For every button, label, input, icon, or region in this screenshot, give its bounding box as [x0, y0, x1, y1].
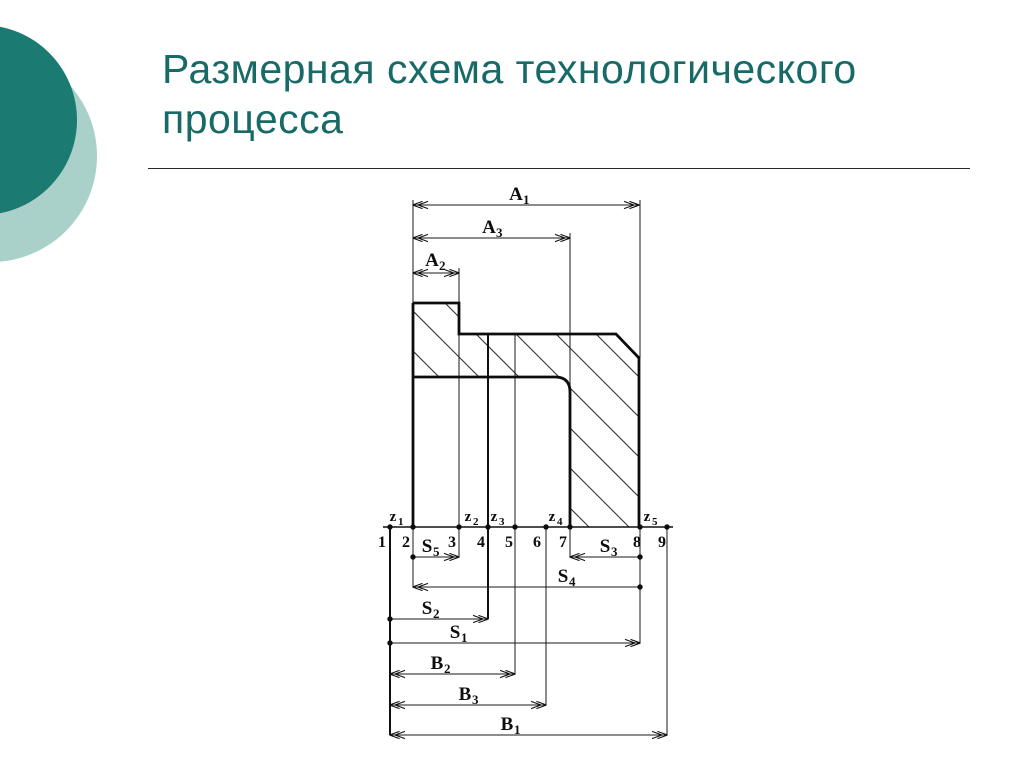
surface-point-dots [387, 524, 670, 530]
dimension-lines-bottom [389, 552, 668, 740]
dim-label-a1: A [509, 184, 523, 205]
svg-text:3: 3 [472, 692, 479, 707]
allowance-label-z3: z [491, 509, 498, 525]
dim-label-s4: S [558, 566, 569, 587]
dim-label-b3: B [459, 684, 472, 705]
svg-text:2: 2 [473, 516, 479, 528]
svg-text:3: 3 [499, 516, 505, 528]
svg-text:2: 2 [439, 258, 446, 273]
svg-text:4: 4 [569, 574, 576, 589]
dim-label-b2: B [431, 653, 444, 674]
dim-label-b1: B [501, 714, 514, 735]
allowance-label-z1: z [390, 509, 397, 525]
point-number-1: 1 [378, 534, 386, 551]
svg-text:3: 3 [611, 544, 618, 559]
allowance-label-z4: z [549, 509, 556, 525]
point-number-9: 9 [658, 534, 666, 551]
dim-label-s2: S [422, 598, 433, 619]
point-number-5: 5 [505, 534, 513, 551]
svg-text:1: 1 [514, 722, 521, 737]
part-cross-section [411, 301, 641, 527]
extension-lines [412, 200, 668, 735]
allowance-label-z2: z [465, 509, 472, 525]
allowance-labels: z 1 z 2 z 3 z 4 z 5 [390, 509, 658, 528]
dim-label-s1: S [450, 622, 461, 643]
dimension-lines-top [412, 200, 640, 278]
dim-label-s3: S [600, 536, 611, 557]
point-number-8: 8 [633, 534, 641, 551]
dim-label-s5: S [422, 536, 433, 557]
point-number-4: 4 [477, 534, 485, 551]
point-number-6: 6 [533, 534, 541, 551]
title-divider [148, 168, 970, 169]
dimension-anchor-dots [387, 554, 643, 646]
dimension-scheme-diagram: A 1 A 3 A 2 S 5 S 3 S 4 S 2 S 1 B 2 B 3 … [378, 184, 673, 740]
svg-text:5: 5 [652, 516, 658, 528]
point-number-7: 7 [559, 534, 567, 551]
dimension-labels: A 1 A 3 A 2 S 5 S 3 S 4 S 2 S 1 B 2 B 3 … [422, 184, 618, 737]
svg-text:5: 5 [433, 544, 440, 559]
point-number-3: 3 [448, 534, 456, 551]
svg-text:1: 1 [523, 192, 530, 207]
svg-text:2: 2 [433, 606, 440, 621]
section-hatching [413, 303, 639, 527]
svg-text:4: 4 [557, 516, 563, 528]
svg-text:1: 1 [398, 516, 404, 528]
surface-point-numbers: 1 2 3 4 5 6 7 8 9 [378, 534, 666, 551]
dim-label-a2: A [425, 250, 439, 271]
surface-lines [389, 334, 489, 735]
slide-title: Размерная схема технологического процесс… [162, 46, 857, 142]
svg-text:2: 2 [444, 661, 451, 676]
svg-text:3: 3 [496, 225, 503, 240]
svg-text:1: 1 [461, 630, 468, 645]
point-number-2: 2 [402, 534, 410, 551]
allowance-label-z5: z [644, 509, 651, 525]
dim-label-a3: A [482, 217, 496, 238]
